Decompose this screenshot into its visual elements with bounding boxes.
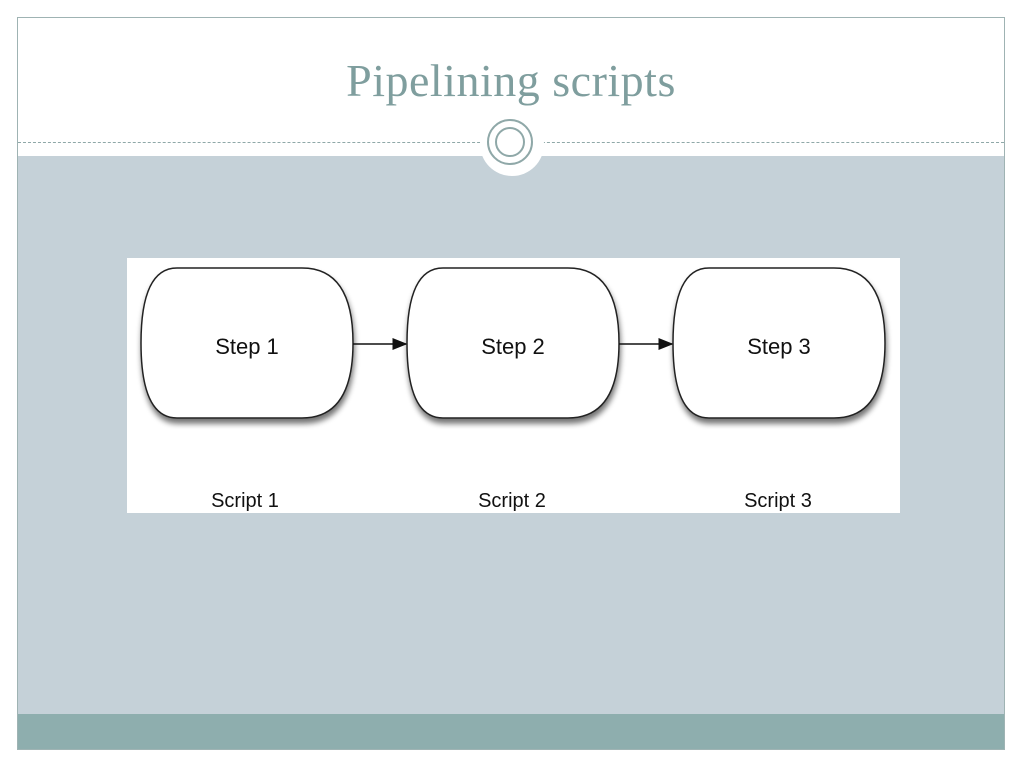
step-node-2: Step 2 (406, 267, 620, 419)
inner-ring (495, 127, 525, 157)
circle-ornament-icon (487, 119, 533, 165)
step-label: Step 1 (215, 334, 279, 359)
slide: Pipelining scripts Step 1 (17, 17, 1005, 750)
script-label-2: Script 2 (478, 490, 546, 512)
script-label-3: Script 3 (744, 490, 812, 512)
step-label: Step 3 (747, 334, 811, 359)
footer-bar (18, 714, 1004, 749)
pipeline-svg: Step 1 Step 2 Step 3 Script 1 Script 2 S… (140, 267, 886, 512)
pipeline-diagram: Step 1 Step 2 Step 3 Script 1 Script 2 S… (127, 258, 900, 513)
step-node-3: Step 3 (672, 267, 886, 419)
slide-title: Pipelining scripts (346, 55, 676, 106)
step-label: Step 2 (481, 334, 545, 359)
step-node-1: Step 1 (140, 267, 354, 419)
script-label-1: Script 1 (211, 490, 279, 512)
